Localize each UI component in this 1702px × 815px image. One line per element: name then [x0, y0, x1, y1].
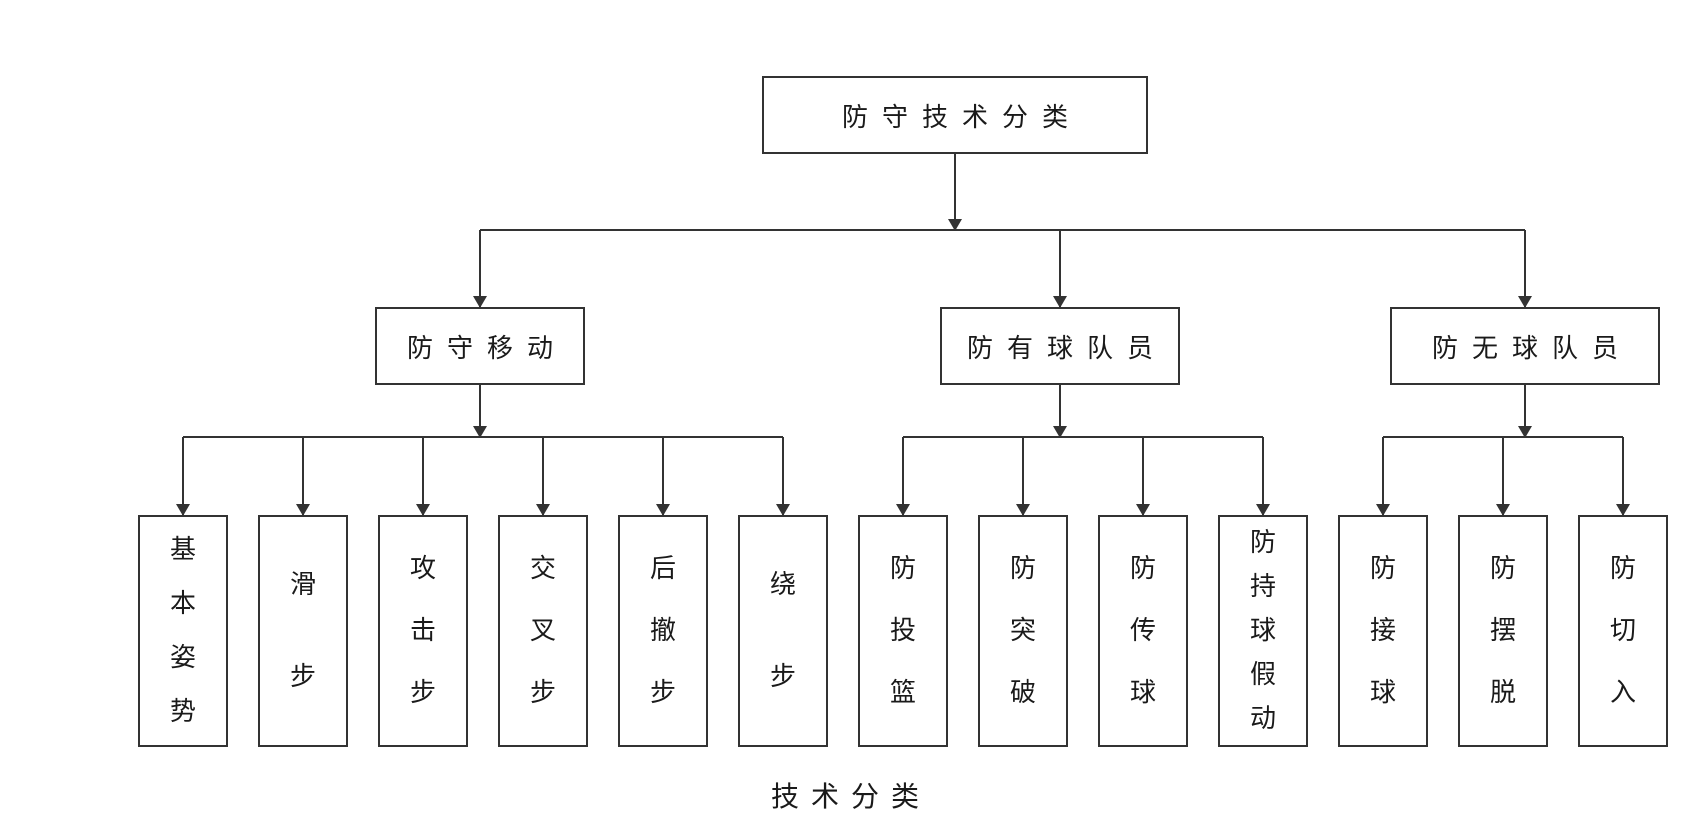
category-label: 防无球队员: [1431, 333, 1632, 364]
leaf-node-label: 基本姿势: [169, 535, 196, 727]
leaf-node-label: 后撤步: [649, 554, 676, 708]
figure-caption: 技术分类: [770, 780, 931, 813]
leaf-node-label: 防接球: [1369, 554, 1396, 708]
leaf-node-label: 防摆脱: [1489, 554, 1516, 708]
leaf-node-label: 交叉步: [529, 554, 556, 708]
leaf-node-label: 防传球: [1129, 554, 1156, 708]
leaf-node: 防持球假动: [1218, 515, 1308, 747]
leaf-node: 防传球: [1098, 515, 1188, 747]
root-node-label: 防守技术分类: [841, 102, 1082, 133]
category-node-guard-ball-handler: 防有球队员: [940, 307, 1180, 385]
leaf-node-label: 防切入: [1609, 554, 1636, 708]
category-node-guard-off-ball: 防无球队员: [1390, 307, 1660, 385]
leaf-node: 后撤步: [618, 515, 708, 747]
category-node-defensive-movement: 防守移动: [375, 307, 585, 385]
leaf-node: 防摆脱: [1458, 515, 1548, 747]
leaf-node: 防接球: [1338, 515, 1428, 747]
leaf-node-label: 防突破: [1009, 554, 1036, 708]
leaf-node-label: 防投篮: [889, 554, 916, 708]
leaf-node: 防切入: [1578, 515, 1668, 747]
leaf-node: 基本姿势: [138, 515, 228, 747]
leaf-node-label: 滑步: [289, 570, 316, 692]
category-label: 防有球队员: [966, 333, 1167, 364]
root-node: 防守技术分类: [762, 76, 1148, 154]
leaf-node-label: 防持球假动: [1249, 528, 1276, 734]
leaf-node-label: 绕步: [769, 570, 796, 692]
leaf-node: 防投篮: [858, 515, 948, 747]
leaf-node: 交叉步: [498, 515, 588, 747]
leaf-node: 滑步: [258, 515, 348, 747]
connector-layer: [176, 154, 1630, 516]
leaf-node: 攻击步: [378, 515, 468, 747]
leaf-node-label: 攻击步: [409, 554, 436, 708]
category-label: 防守移动: [406, 333, 567, 364]
leaf-node: 绕步: [738, 515, 828, 747]
leaf-node: 防突破: [978, 515, 1068, 747]
diagram-canvas: 防守技术分类 防守移动 防有球队员 防无球队员 基本姿势 滑步 攻击步 交叉步 后撤步 绕…: [138, 76, 1668, 813]
